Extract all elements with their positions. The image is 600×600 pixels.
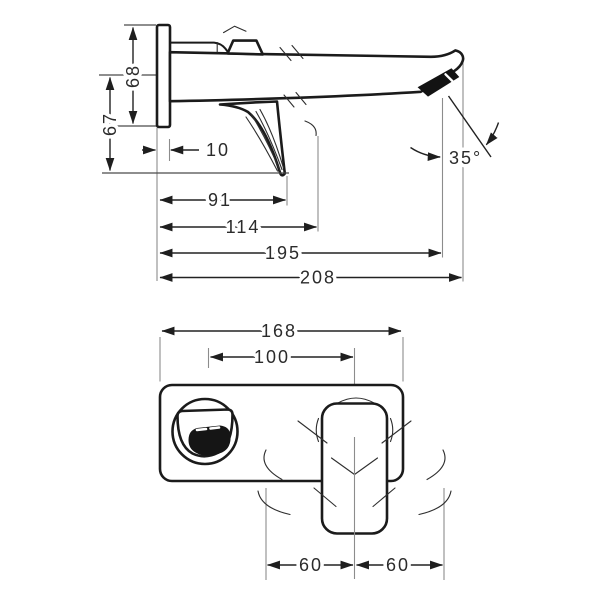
spout-body [168,49,465,103]
dim-plate-width: 168 [161,318,402,345]
dim-114-label: 114 [226,217,261,237]
handle-cap-arc [337,397,375,404]
spray-angle-annotation: 35° [410,95,500,172]
dim-plate-height: 68 [120,26,147,125]
dim-plate-depth: 10 [142,137,232,164]
dim-total-reach: 208 [159,264,463,291]
stream-reference-arc [304,120,317,137]
dim-168-label: 168 [261,321,297,341]
dim-stream-reach: 114 [159,214,318,241]
joint-ticks [279,44,317,137]
side-view-reference-lines [99,24,464,282]
dim-swing-right: 60 [355,552,444,579]
wall-plate-side [155,23,172,129]
spout-deck [169,41,230,54]
lever-handle-side [218,100,287,177]
handle-swivel-arcs [257,420,452,516]
dim-208-label: 208 [300,268,336,288]
dim-swing-left: 60 [266,552,354,579]
dim-drop-to-lever: 67 [97,76,124,172]
dim-68-label: 68 [123,64,143,88]
dim-100-label: 100 [254,347,290,367]
dim-195-label: 195 [265,243,301,263]
dim-10-label: 10 [206,140,230,160]
dim-aerator-reach: 195 [159,240,442,267]
handle-motion-caret-icon [222,25,247,34]
dim-axis-distance: 100 [209,344,354,371]
spout-aerator-side [417,68,460,97]
dim-67-label: 67 [100,112,120,136]
dim-lever-reach: 91 [159,187,287,214]
angle-35-label: 35° [449,148,482,168]
dim-60-right-label: 60 [386,555,410,575]
dim-60-left-label: 60 [299,555,323,575]
aerator-face [188,425,231,456]
handle-knob-side [226,39,265,56]
side-view: 68 67 10 91 114 195 [97,23,500,291]
front-view: 168 100 60 60 [158,318,452,580]
spout-outlet-front [171,397,239,466]
dim-91-label: 91 [208,190,232,210]
